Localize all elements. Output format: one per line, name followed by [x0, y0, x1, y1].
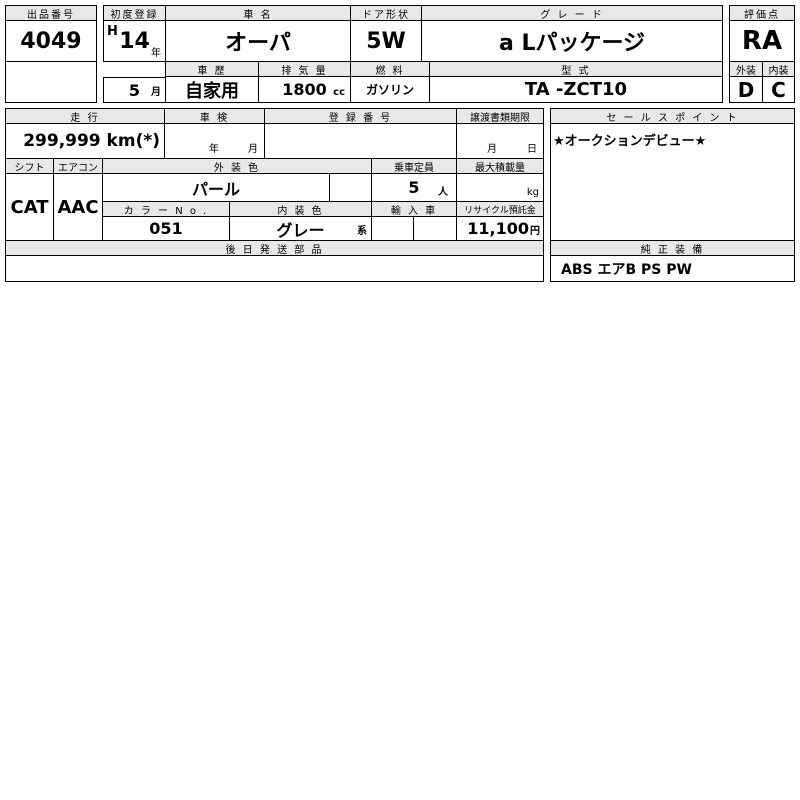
- inspection-year-unit: 年: [209, 144, 219, 155]
- transfer-cell: 月 日: [456, 123, 544, 159]
- recycle-unit: 円: [530, 226, 540, 237]
- recycle-label: リサイクル預託金: [456, 201, 544, 217]
- inspection-cell: 年 月: [164, 123, 265, 159]
- mileage-label: 走 行: [5, 108, 165, 124]
- color-label: 外 装 色: [102, 158, 372, 174]
- disp-unit: cc: [333, 87, 345, 98]
- int-color-unit: 系: [357, 226, 367, 237]
- ac-label: エアコン: [53, 158, 103, 174]
- ext-score: D: [729, 76, 763, 103]
- lot-blank: [5, 61, 97, 103]
- disp-cell: 1800 cc: [258, 76, 351, 103]
- seats-cell: 5 人: [371, 173, 457, 202]
- shift-label: シフト: [5, 158, 54, 174]
- color-blank: [329, 173, 372, 202]
- lot-label: 出品番号: [5, 5, 97, 21]
- later-parts: [5, 255, 544, 282]
- door-type: 5W: [350, 20, 422, 62]
- import-cell-1: [371, 216, 414, 241]
- ext-label: 外装: [729, 61, 763, 77]
- model: TA -ZCT10: [429, 76, 723, 103]
- sales-point-box: ★オークションデビュー★: [550, 123, 795, 241]
- equip-label: 純 正 装 備: [550, 240, 795, 256]
- sales-label: セ ー ル ス ポ イ ン ト: [550, 108, 795, 124]
- model-label: 型 式: [429, 61, 723, 77]
- reg-year: 14: [119, 28, 150, 54]
- import-label: 輸 入 車: [371, 201, 457, 217]
- reg-year-cell: H 14 年: [103, 20, 166, 62]
- transfer-month-unit: 月: [487, 144, 497, 155]
- import-cell-2: [413, 216, 457, 241]
- inspection-month-unit: 月: [248, 144, 258, 155]
- mileage: 299,999 km(*): [5, 123, 165, 159]
- lot-number: 4049: [5, 20, 97, 62]
- score: RA: [729, 20, 795, 62]
- displacement: 1800: [282, 80, 327, 99]
- shift: CAT: [5, 173, 54, 241]
- int-score: C: [762, 76, 795, 103]
- history: 自家用: [165, 76, 259, 103]
- load-label: 最大積載量: [456, 158, 544, 174]
- int-color: グレー: [276, 220, 325, 240]
- int-color-label: 内 装 色: [229, 201, 372, 217]
- era: H: [107, 24, 118, 39]
- grade-label: グ レ ー ド: [421, 5, 723, 21]
- disp-label: 排 気 量: [258, 61, 351, 77]
- load-cell: kg: [456, 173, 544, 202]
- reg-label: 初度登録: [103, 5, 166, 21]
- door-label: ドア形状: [350, 5, 422, 21]
- score-label: 評価点: [729, 5, 795, 21]
- recycle: 11,100: [467, 219, 529, 238]
- year-unit: 年: [151, 48, 161, 59]
- recycle-cell: 11,100 円: [456, 216, 544, 241]
- history-label: 車 歴: [165, 61, 259, 77]
- sales-point: ★オークションデビュー★: [553, 134, 707, 149]
- color-no-label: カ ラ ー N o .: [102, 201, 230, 217]
- reg-no: [264, 123, 457, 159]
- seats: 5: [408, 178, 420, 197]
- month-unit: 月: [151, 87, 161, 98]
- equipment: ABS エアB PS PW: [550, 255, 795, 282]
- transfer-label: 譲渡書類期限: [456, 108, 544, 124]
- load-unit: kg: [526, 187, 539, 198]
- later-parts-label: 後 日 発 送 部 品: [5, 240, 544, 256]
- color: パール: [102, 173, 330, 202]
- int-color-cell: グレー 系: [229, 216, 372, 241]
- transfer-day-unit: 日: [527, 144, 537, 155]
- reg-no-label: 登 録 番 号: [264, 108, 457, 124]
- seats-label: 乗車定員: [371, 158, 457, 174]
- inspection-label: 車 検: [164, 108, 265, 124]
- reg-month-cell: 5 月: [103, 77, 166, 103]
- grade: a Lパッケージ: [421, 20, 723, 62]
- ac: AAC: [53, 173, 103, 241]
- color-no: 051: [102, 216, 230, 241]
- int-label: 内装: [762, 61, 795, 77]
- fuel-label: 燃 料: [350, 61, 430, 77]
- name-label: 車 名: [165, 5, 351, 21]
- fuel: ガソリン: [350, 76, 430, 103]
- reg-month: 5: [128, 80, 141, 100]
- car-name: オーパ: [165, 20, 351, 62]
- seats-unit: 人: [438, 187, 448, 198]
